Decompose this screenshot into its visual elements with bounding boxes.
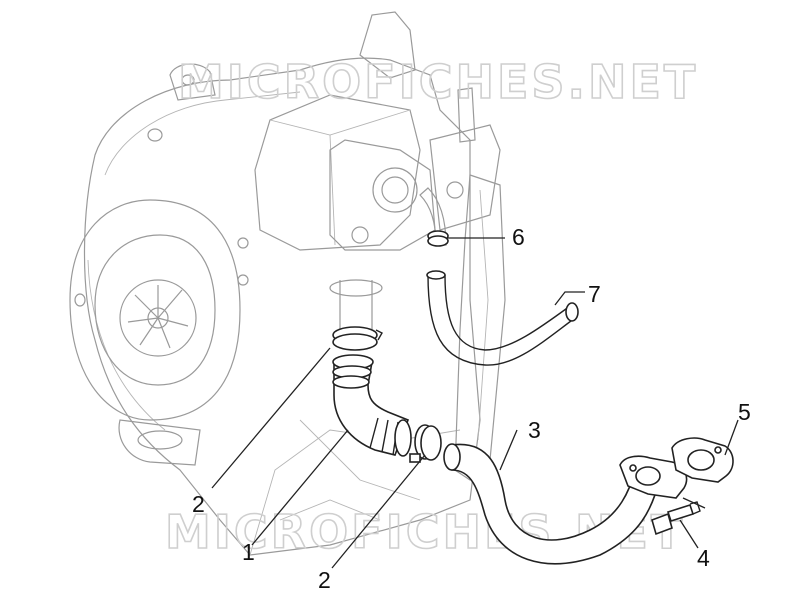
leader-7 <box>554 291 585 306</box>
callout-5: 5 <box>738 399 751 425</box>
part-1-elbow-hose <box>332 354 412 457</box>
callout-4: 4 <box>697 545 710 571</box>
callout-2-lower: 2 <box>318 567 331 593</box>
part-6-small-clamp <box>427 230 449 247</box>
leader-5 <box>724 419 739 456</box>
watermark-top: MICROFICHES.NET <box>178 55 698 109</box>
part-2-upper-clamp <box>332 326 383 351</box>
impeller-icon <box>127 285 189 349</box>
leader-1 <box>251 429 349 546</box>
callout-labels: 2 1 2 3 4 5 6 7 <box>192 224 751 593</box>
leader-2-upper <box>211 347 331 489</box>
part-7-breather-hose <box>426 270 579 366</box>
leader-4 <box>679 519 699 549</box>
leader-2-lower <box>331 454 426 569</box>
water-pump-housing <box>69 199 241 421</box>
callout-2-upper: 2 <box>192 491 205 517</box>
callout-3: 3 <box>528 417 541 443</box>
callout-7: 7 <box>588 281 601 307</box>
callout-6: 6 <box>512 224 525 250</box>
part-5-flange <box>619 437 734 499</box>
thermostat-block <box>254 87 501 331</box>
leader-lines <box>211 237 739 569</box>
leader-3 <box>499 429 518 471</box>
part-2-lower-clamp <box>409 424 442 463</box>
leader-5-alt <box>682 497 706 509</box>
part-4-bolt <box>651 501 701 536</box>
cover-plate <box>454 174 506 481</box>
callout-1: 1 <box>242 539 255 565</box>
engine-housing <box>74 11 481 556</box>
